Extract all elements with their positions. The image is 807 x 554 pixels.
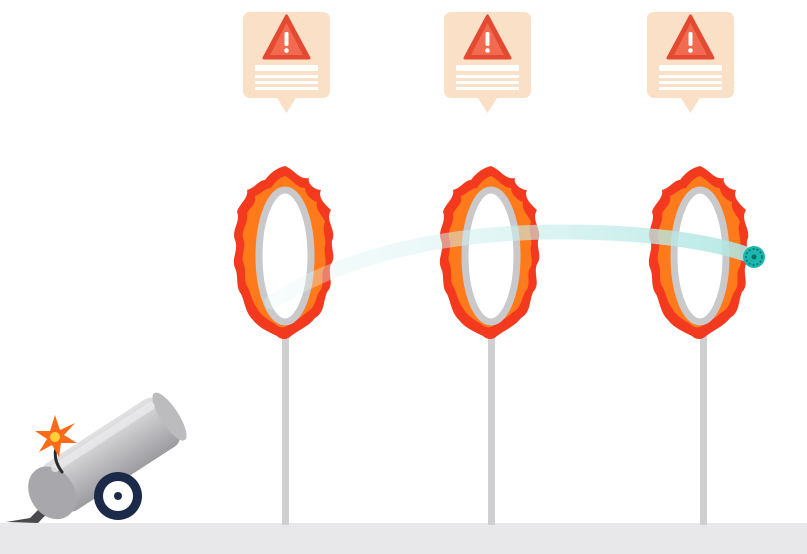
warning-triangle-icon: [262, 14, 311, 60]
document-lines-icon: [659, 65, 722, 90]
hoop-pole-3: [700, 330, 707, 525]
warning-card-1: [243, 12, 330, 113]
warning-cards: [243, 12, 734, 113]
cannon-barrel: [28, 392, 187, 520]
projectile-trail: [264, 224, 762, 310]
warning-triangle-icon: [666, 14, 715, 60]
hoop-ring: [461, 186, 521, 326]
document-lines-icon: [255, 65, 318, 90]
flaming-hoop-2: [439, 166, 540, 339]
hoop-pole-2: [488, 330, 495, 525]
flaming-hoops: [233, 166, 749, 339]
ground: [0, 523, 807, 554]
warning-card-2: [444, 12, 531, 113]
flaming-hoop-3: [648, 166, 749, 339]
spark-icon: [35, 415, 77, 457]
hoop-poles: [282, 330, 707, 525]
warning-card-3: [647, 12, 734, 113]
hoop-pole-1: [282, 330, 289, 525]
warning-triangle-icon: [463, 14, 512, 60]
hoop-ring: [670, 186, 730, 326]
cannon: [6, 392, 187, 523]
cannon-wheel: [94, 472, 142, 520]
projectile: [743, 246, 765, 268]
document-lines-icon: [456, 65, 519, 90]
flaming-hoop-1: [233, 166, 334, 339]
